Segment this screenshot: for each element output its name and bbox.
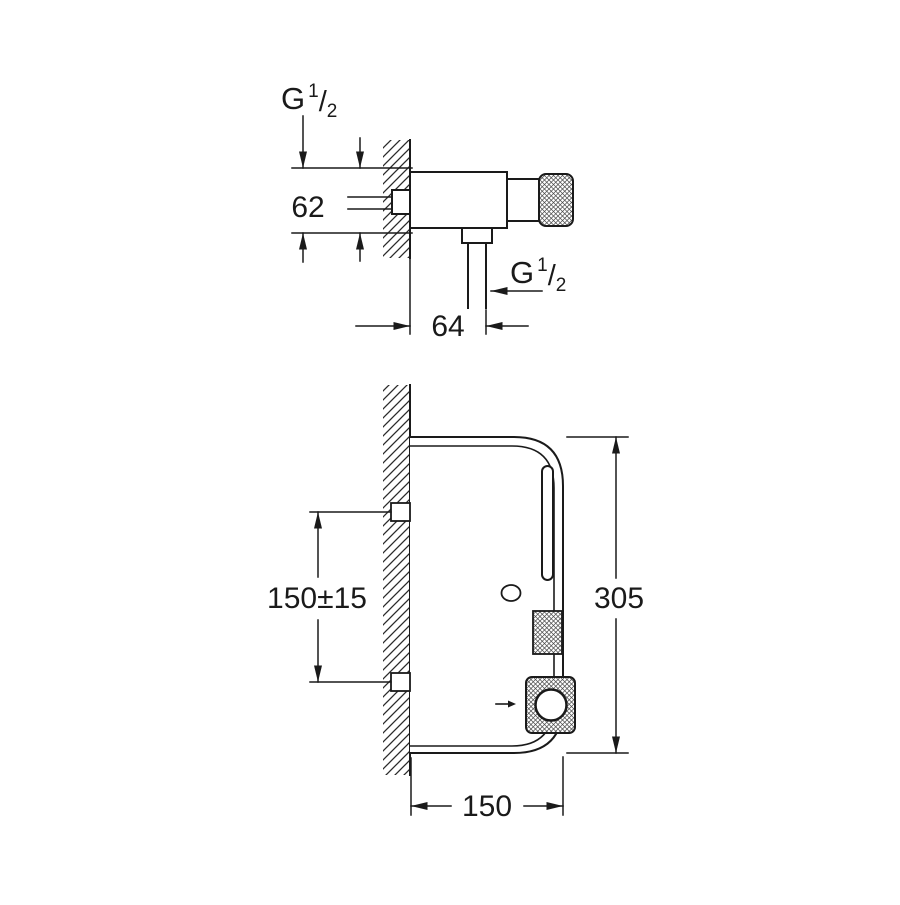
dim-62-label: 62 (291, 191, 324, 224)
temperature-knob-side (538, 173, 574, 227)
thread-letter: G (281, 81, 305, 116)
flow-arrow-icon (508, 700, 516, 708)
thread-slash: / (548, 260, 557, 292)
thread-letter: G (510, 255, 534, 290)
dim-64-label: 64 (431, 310, 464, 343)
outlet-connector (461, 227, 493, 244)
thread-slash: / (319, 86, 328, 118)
thread-denominator: 2 (327, 101, 338, 122)
safestop-button (534, 688, 568, 722)
volume-knob (532, 610, 563, 655)
dim-150-15-label: 150±15 (267, 582, 367, 615)
shower-body-front-outline (409, 436, 564, 754)
mixer-body-side (409, 171, 508, 229)
mounting-point-top (390, 502, 411, 522)
thread-denominator: 2 (556, 275, 567, 296)
front-view-elevation: 150±15 305 150 (267, 384, 644, 823)
dim-305-label: 305 (594, 582, 644, 615)
inlet-connector (391, 189, 411, 215)
thread-numerator: 1 (308, 81, 319, 102)
thread-numerator: 1 (537, 255, 548, 276)
spray-indicator (500, 584, 522, 602)
shower-body-inner-contour (409, 445, 555, 747)
mounting-point-bottom (390, 672, 411, 692)
mixer-neck-side (506, 178, 540, 222)
dim-150-label: 150 (462, 790, 512, 823)
wall-hatching-front (383, 385, 410, 775)
control-lever (541, 465, 554, 581)
